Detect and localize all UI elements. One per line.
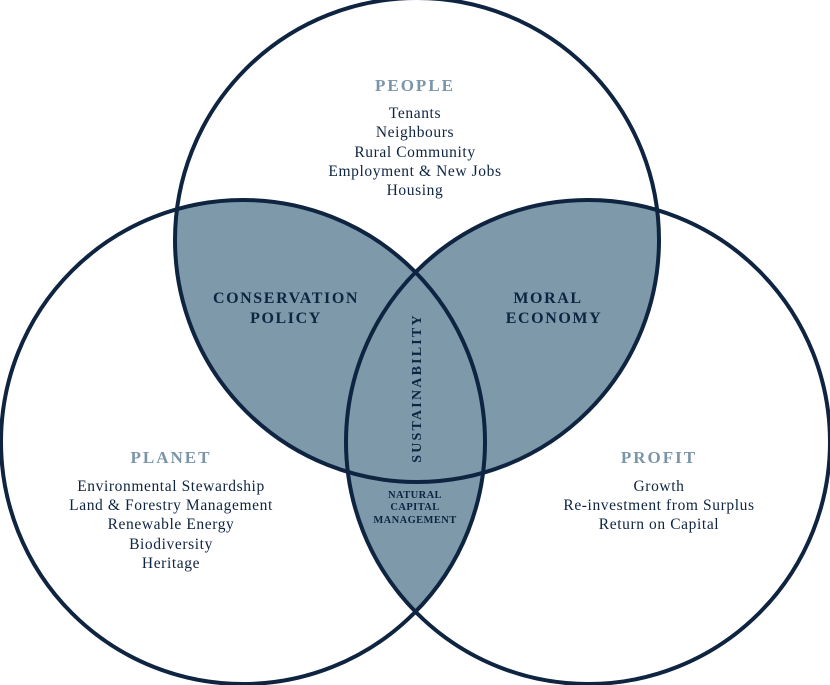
profit-circle xyxy=(344,198,830,685)
profit-item: Return on Capital xyxy=(599,516,719,533)
planet-item: Environmental Stewardship xyxy=(77,478,265,495)
natural-capital-management-line: MANAGEMENT xyxy=(373,515,456,526)
natural-capital-management-label: NATURAL CAPITAL MANAGEMENT xyxy=(373,490,456,526)
planet-item: Heritage xyxy=(142,555,200,572)
planet-item: Biodiversity xyxy=(129,536,213,553)
natural-capital-management-line: NATURAL xyxy=(388,490,442,501)
profit-items: Growth Re-investment from Surplus Return… xyxy=(563,478,754,533)
planet-circle xyxy=(0,198,487,685)
moral-economy-line: MORAL xyxy=(513,290,582,307)
moral-economy-label: MORAL ECONOMY xyxy=(506,290,603,327)
planet-items: Environmental Stewardship Land & Forestr… xyxy=(69,478,273,572)
moral-economy-line: ECONOMY xyxy=(506,310,603,327)
profit-title: PROFIT xyxy=(621,448,697,467)
people-item: Tenants xyxy=(389,105,441,122)
planet-item: Renewable Energy xyxy=(108,516,235,533)
conservation-policy-label: CONSERVATION POLICY xyxy=(213,290,359,327)
people-item: Neighbours xyxy=(376,124,454,141)
people-circle xyxy=(173,0,661,484)
people-item: Employment & New Jobs xyxy=(328,163,501,180)
conservation-policy-line: POLICY xyxy=(250,310,322,327)
profit-item: Re-investment from Surplus xyxy=(563,497,754,514)
people-title: PEOPLE xyxy=(375,76,455,95)
natural-capital-management-line: CAPITAL xyxy=(390,502,439,513)
planet-title: PLANET xyxy=(131,448,212,467)
planet-item: Land & Forestry Management xyxy=(69,497,273,514)
sustainability-label: SUSTAINABILITY xyxy=(410,313,425,463)
conservation-policy-line: CONSERVATION xyxy=(213,290,359,307)
people-item: Housing xyxy=(387,182,444,199)
people-items: Tenants Neighbours Rural Community Emplo… xyxy=(328,105,501,199)
profit-item: Growth xyxy=(634,478,685,495)
people-item: Rural Community xyxy=(354,144,475,161)
